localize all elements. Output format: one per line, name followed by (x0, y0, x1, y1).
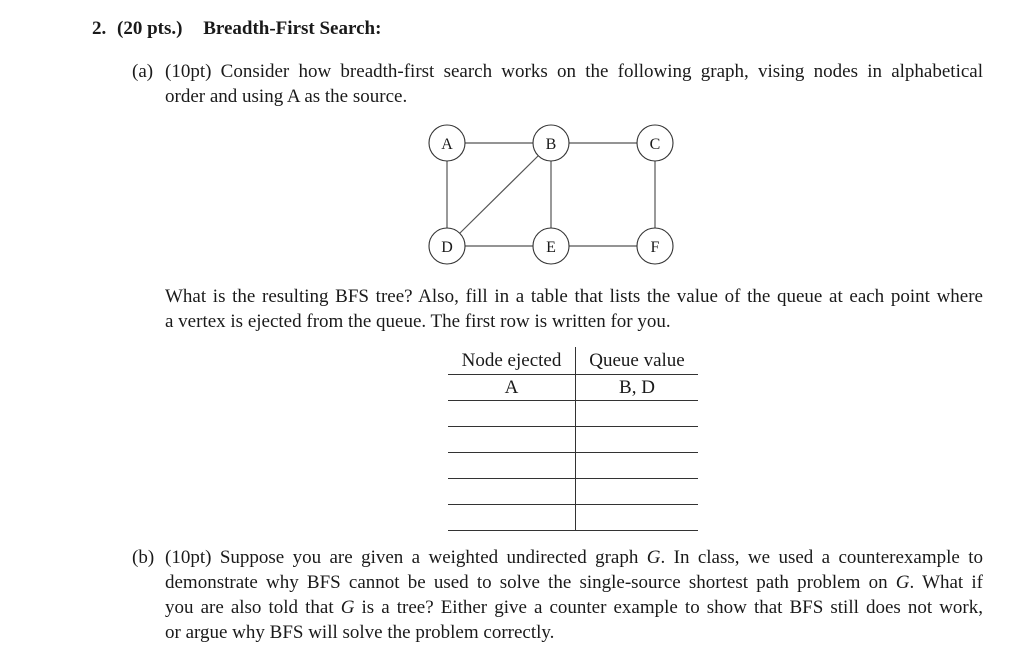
node-b (532, 124, 570, 162)
part-a-label: (a) (132, 61, 154, 82)
queue-table-header: Node ejected Queue value (448, 347, 698, 375)
cell-queue-value (575, 478, 698, 505)
queue-table: Node ejected Queue value A B, D (448, 347, 698, 531)
cell-queue-value (575, 504, 698, 531)
node-c (636, 124, 674, 162)
node-f-label: F (651, 239, 660, 256)
node-e (532, 227, 570, 265)
cell-node-ejected (448, 478, 576, 505)
table-row (448, 452, 698, 479)
question-title: Breadth-First Search: (203, 18, 382, 39)
header-queue-value: Queue value (575, 347, 698, 375)
question-heading: 2. (20 pts.) Breadth-First Search: (92, 18, 381, 40)
part-b-label: (b) (132, 547, 155, 568)
graph-variable: G (340, 597, 355, 618)
node-f (636, 227, 674, 265)
part-a-question-line-1: What is the resulting BFS tree? Also, fi… (165, 286, 983, 307)
part-b-line-3-pre: you are also told that (165, 597, 341, 618)
header-node-ejected: Node ejected (448, 347, 576, 375)
node-c-label: C (650, 136, 661, 153)
node-d-label: D (441, 239, 453, 256)
question-number: 2. (92, 18, 107, 39)
table-row (448, 504, 698, 531)
cell-node-ejected: A (448, 374, 576, 401)
part-b-line-2-pre: demonstrate why BFS cannot be used to so… (165, 572, 896, 593)
part-b-line-1-post: . In class, we used a counterexample to (660, 547, 983, 568)
part-b-line-1: (10pt) Suppose you are given a weighted … (165, 545, 983, 570)
graph-variable: G (895, 572, 910, 593)
cell-node-ejected (448, 452, 576, 479)
part-a-line-1: (10pt) Consider how breadth-first search… (165, 61, 983, 82)
part-b-line-3: you are also told that G is a tree? Eith… (165, 595, 983, 620)
cell-queue-value (575, 452, 698, 479)
part-b-line-2: demonstrate why BFS cannot be used to so… (165, 570, 983, 595)
cell-queue-value (575, 400, 698, 427)
graph-variable: G (646, 547, 661, 568)
part-a-line-2: order and using A as the source. (165, 86, 408, 107)
cell-queue-value: B, D (575, 374, 698, 401)
node-d (428, 227, 466, 265)
node-e-label: E (546, 239, 556, 256)
node-a-label: A (441, 136, 453, 153)
cell-queue-value (575, 426, 698, 453)
part-b-line-4: or argue why BFS will solve the problem … (165, 622, 555, 643)
part-b-line-3-post: is a tree? Either give a counter example… (354, 597, 983, 618)
part-b-line-1-pre: (10pt) Suppose you are given a weighted … (165, 547, 647, 568)
node-a (428, 124, 466, 162)
cell-node-ejected (448, 504, 576, 531)
bfs-graph: A B C D E F (428, 124, 674, 265)
node-b-label: B (546, 136, 557, 153)
table-row (448, 426, 698, 453)
table-row (448, 400, 698, 427)
question-points: (20 pts.) (117, 18, 183, 39)
cell-node-ejected (448, 426, 576, 453)
table-row (448, 478, 698, 505)
edge-b-d (459, 155, 539, 234)
cell-node-ejected (448, 400, 576, 427)
part-b-line-2-post: . What if (909, 572, 983, 593)
part-a-question-line-2: a vertex is ejected from the queue. The … (165, 311, 671, 332)
table-row: A B, D (448, 374, 698, 401)
